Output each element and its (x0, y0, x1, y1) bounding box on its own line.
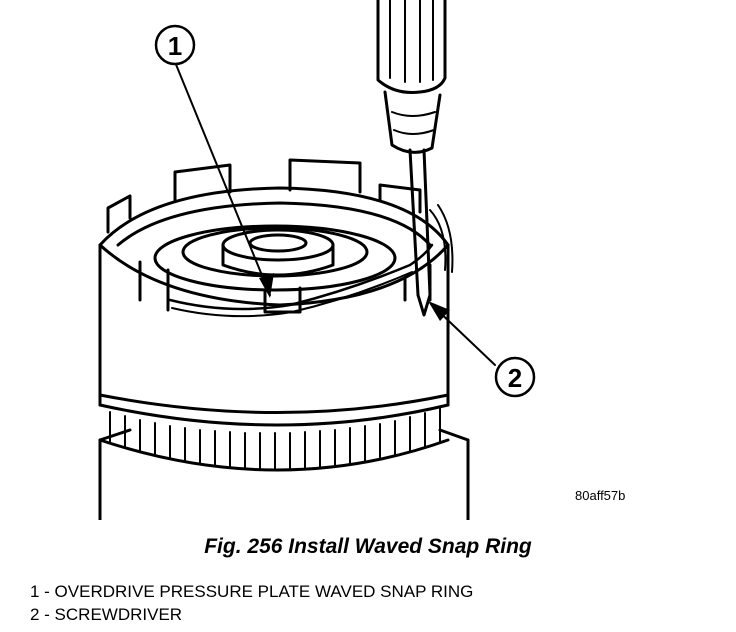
legend-item-1: 1 - OVERDRIVE PRESSURE PLATE WAVED SNAP … (30, 582, 474, 601)
callout-1-number: 1 (168, 31, 182, 61)
screwdriver-handle (376, 0, 447, 94)
gear-band-top (98, 403, 450, 427)
diagram-illustration: 1 2 (98, 0, 536, 520)
clutch-pack-outer (153, 224, 397, 292)
leader-arrow-2 (428, 301, 450, 321)
waved-snap-ring (168, 243, 434, 311)
drum-bottom-edge (98, 393, 450, 414)
screwdriver-tip (416, 293, 432, 317)
screwdriver (376, 0, 447, 317)
callout-1: 1 (154, 24, 196, 66)
gear-teeth (109, 407, 441, 470)
leader-arrow-1 (259, 273, 274, 298)
callout-2-number: 2 (508, 363, 522, 393)
screwdriver-shaft (408, 148, 432, 297)
hub-collar (221, 243, 335, 277)
drum-rim-inner (116, 201, 432, 247)
gear-band-bottom (98, 438, 450, 472)
screwdriver-ferrule (383, 90, 442, 154)
lower-housing (98, 428, 470, 520)
ring-slot (263, 286, 302, 314)
callout-2: 2 (494, 356, 536, 398)
hub-inner (248, 233, 308, 253)
figure-id-code: 80aff57b (575, 488, 626, 503)
callout-legend: 1 - OVERDRIVE PRESSURE PLATE WAVED SNAP … (30, 580, 473, 626)
leader-line-1 (174, 61, 271, 296)
figure-caption: Fig. 256 Install Waved Snap Ring (204, 535, 532, 558)
legend-item-2: 2 - SCREWDRIVER (30, 605, 183, 624)
